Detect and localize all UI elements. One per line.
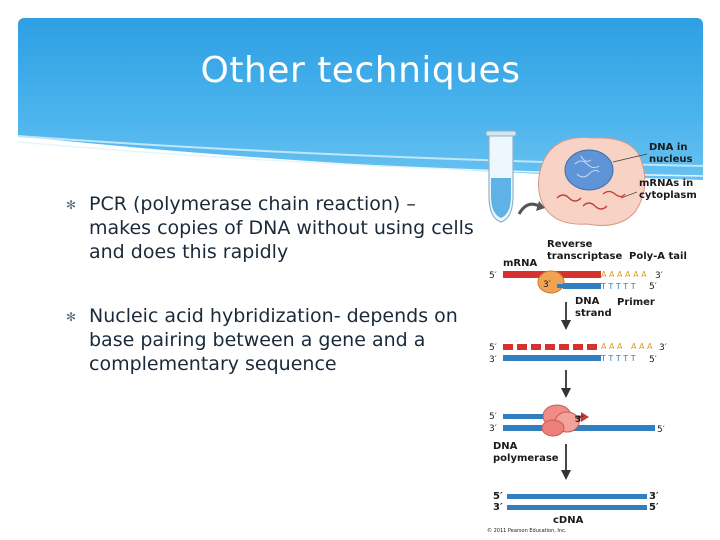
aaa-sequence: A A A: [601, 342, 623, 351]
cdna-strand-top: [507, 494, 647, 499]
end-5prime: 5′: [649, 282, 657, 292]
label-cdna: cDNA: [553, 515, 584, 526]
degraded-mrna-strand: [503, 344, 597, 350]
test-tube-icon: [485, 130, 517, 223]
bullet-text: Nucleic acid hybridization- depends on b…: [89, 305, 458, 375]
label-poly-a-tail: Poly-A tail: [629, 251, 687, 262]
end-3prime: 3′: [543, 280, 551, 290]
label-reverse: Reverse: [547, 239, 593, 250]
pointer-arrow-head: [536, 201, 545, 211]
end-5prime: 5′: [489, 343, 497, 353]
bullet-text: PCR (polymerase chain reaction) – makes …: [89, 193, 474, 263]
end-3prime: 3′: [489, 424, 497, 434]
slide-title: Other techniques: [200, 50, 521, 91]
label-strand: strand: [575, 308, 612, 319]
direction-arrow: [581, 412, 589, 422]
end-5prime: 5′: [489, 412, 497, 422]
end-3prime: 3′: [493, 502, 503, 513]
cdna-strand-bottom: [507, 505, 647, 510]
t-sequence: T T T T T: [600, 354, 636, 363]
process-arrow: [561, 320, 571, 330]
label-nucleus: nucleus: [649, 154, 692, 165]
new-dna-strand: [503, 414, 563, 419]
end-3prime: 3′: [489, 355, 497, 365]
aaa-sequence: A A A: [631, 342, 653, 351]
title-banner: [18, 18, 703, 188]
poly-a-sequence: A A A A A A: [601, 270, 647, 279]
template-dna-strand: [503, 425, 655, 431]
dna-strand: [563, 283, 601, 289]
label-cytoplasm: cytoplasm: [639, 190, 697, 201]
dna-strand: [503, 355, 601, 361]
end-3prime: 3′: [575, 415, 584, 425]
end-3prime: 3′: [649, 491, 659, 502]
dna-polymerase-enzyme: [541, 404, 580, 437]
copyright-notice: © 2011 Pearson Education, Inc.: [487, 527, 567, 534]
bullet-list: ✻ PCR (polymerase chain reaction) – make…: [66, 192, 481, 416]
label-mrna: mRNA: [503, 258, 537, 269]
t-sequence: T T T T T: [600, 282, 636, 291]
process-arrow: [561, 470, 571, 480]
end-5prime: 5′: [489, 271, 497, 281]
bullet-item-pcr: ✻ PCR (polymerase chain reaction) – make…: [66, 192, 481, 264]
end-5prime: 5′: [493, 491, 503, 502]
pointer-arrow: [517, 202, 540, 215]
asterisk-bullet-icon: ✻: [66, 198, 77, 212]
end-5prime: 5′: [649, 355, 657, 365]
end-5prime: 5′: [649, 502, 659, 513]
asterisk-bullet-icon: ✻: [66, 310, 77, 324]
label-primer: Primer: [617, 297, 655, 308]
label-polymerase: polymerase: [493, 453, 559, 464]
cdna-synthesis-figure: DNA in nucleus mRNAs in cytoplasm Revers…: [485, 130, 697, 534]
end-3prime: 3′: [659, 343, 667, 353]
label-transcriptase: transcriptase: [547, 251, 622, 262]
label-mrnas-in: mRNAs in: [639, 178, 693, 189]
bullet-item-hybridization: ✻ Nucleic acid hybridization- depends on…: [66, 304, 481, 376]
label-dna: DNA: [575, 296, 600, 307]
end-5prime: 5′: [657, 425, 665, 435]
label-dna: DNA: [493, 441, 518, 452]
label-dna-in: DNA in: [649, 142, 687, 153]
cell-icon: [538, 137, 646, 226]
reverse-transcriptase-enzyme: [537, 270, 565, 294]
process-arrow: [561, 388, 571, 398]
end-3prime: 3′: [655, 271, 663, 281]
